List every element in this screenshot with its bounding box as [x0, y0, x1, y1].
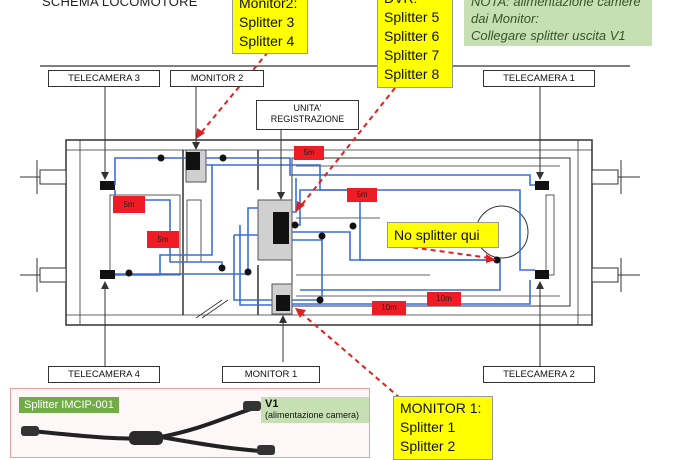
callout-line: Splitter 2: [400, 438, 456, 454]
callout-dvr: DVR: Splitter 5 Splitter 6 Splitter 7 Sp…: [377, 0, 453, 88]
splitter-photo: Splitter IMCIP-001 V1 (alimentazione cam…: [10, 388, 370, 458]
locomotive-diagram: [20, 51, 640, 399]
length-tag: [147, 231, 179, 248]
callout-monitor2: Monitor2: Splitter 3 Splitter 4: [232, 0, 308, 54]
label-monitor-1: MONITOR 1: [222, 366, 320, 383]
length-tag-text: 5m: [303, 148, 315, 157]
callout-line: DVR:: [384, 0, 446, 8]
callout-line: Monitor2:: [239, 0, 298, 11]
dvr-device: [273, 212, 289, 244]
unita-line2: REGISTRAZIONE: [270, 114, 345, 124]
length-tag-text: 10m: [436, 294, 452, 303]
monitor2-device: [186, 152, 200, 170]
label-telecamera-3: TELECAMERA 3: [48, 70, 160, 87]
length-tag-text: 5m: [123, 200, 135, 209]
label-telecamera-4: TELECAMERA 4: [48, 366, 160, 383]
length-tag: [294, 146, 324, 160]
note-camera-power: NOTA: alimentazione camere dai Monitor: …: [464, 0, 652, 46]
length-tag: [427, 292, 461, 306]
length-tags: [113, 146, 461, 315]
camera4-device: [100, 270, 115, 279]
length-tag: [372, 301, 406, 315]
note-line: NOTA: alimentazione camere: [471, 0, 641, 9]
callout-no-splitter: No splitter qui: [387, 222, 499, 248]
note-line: dai Monitor:: [471, 11, 539, 26]
splitter-model-label: Splitter IMCIP-001: [19, 397, 119, 413]
callout-line: Splitter 8: [384, 66, 440, 82]
camera3-device: [100, 181, 115, 190]
label-leaders: [104, 86, 541, 366]
length-tag-text: 5m: [356, 190, 368, 199]
label-telecamera-2: TELECAMERA 2: [483, 366, 595, 383]
v1-label: V1 (alimentazione camera): [261, 397, 369, 423]
callout-line: Splitter 3: [239, 14, 295, 30]
buffer-left: [20, 160, 67, 292]
length-tag: [113, 196, 145, 213]
leader-arrowheads: [101, 142, 544, 323]
callout-monitor1: MONITOR 1: Splitter 1 Splitter 2: [393, 396, 493, 460]
v1-subtitle: (alimentazione camera): [265, 410, 360, 420]
callout-line: Splitter 6: [384, 28, 440, 44]
cable-junctions: [125, 154, 501, 304]
length-tag-text: 10m: [381, 303, 397, 312]
label-unita-registrazione: UNITA' REGISTRAZIONE: [256, 100, 359, 130]
callout-line: Splitter 7: [384, 47, 440, 63]
label-monitor-2: MONITOR 2: [170, 70, 264, 87]
camera1-device: [535, 181, 549, 190]
callout-arrows: [199, 51, 491, 399]
callout-line: Splitter 4: [239, 33, 295, 49]
callout-line: MONITOR 1:: [400, 400, 482, 416]
label-telecamera-1: TELECAMERA 1: [483, 70, 595, 87]
length-tag: [347, 188, 377, 202]
v1-title: V1: [265, 398, 279, 410]
monitor1-device: [276, 295, 290, 311]
callout-line: Splitter 1: [400, 419, 456, 435]
buffer-right: [591, 160, 640, 292]
length-tag-text: 5m: [157, 235, 169, 244]
callout-line: No splitter qui: [394, 227, 480, 243]
diagram-title: SCHEMA LOCOMOTORE: [42, 0, 198, 9]
unita-line1: UNITA': [293, 103, 322, 113]
callout-line: Splitter 5: [384, 9, 440, 25]
camera2-device: [535, 270, 549, 279]
note-line: Collegare splitter uscita V1: [471, 28, 626, 43]
arrowheads: [196, 128, 496, 318]
